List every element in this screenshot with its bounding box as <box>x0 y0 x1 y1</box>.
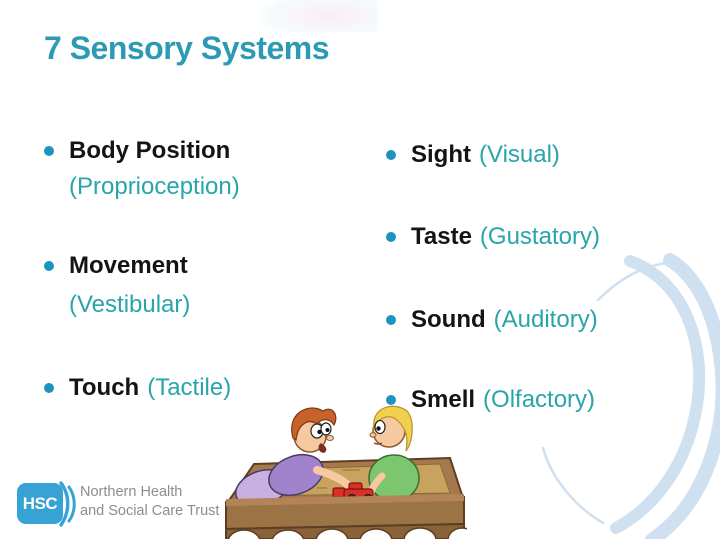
bullet-dot <box>44 146 54 156</box>
bullet-dot <box>386 232 396 242</box>
item-system: (Tactile) <box>147 374 232 401</box>
item-system: (Vestibular) <box>69 291 191 318</box>
bullet-dot <box>386 315 396 325</box>
organisation-name: Northern Health and Social Care Trust <box>80 483 219 521</box>
organisation-name-line1: Northern Health <box>80 484 183 500</box>
sandbox-illustration <box>225 405 467 539</box>
item-term: Sight <box>411 141 471 168</box>
background-swirl-graphic <box>541 253 720 539</box>
bullet-dot <box>386 395 396 405</box>
item-system: (Proprioception) <box>69 173 240 200</box>
item-system: (Olfactory) <box>483 386 596 413</box>
item-term: Smell <box>411 386 476 413</box>
organisation-name-line2: and Social Care Trust <box>80 503 220 519</box>
child-right <box>366 405 420 502</box>
hsc-logo-swirl-icon <box>59 481 76 527</box>
hsc-logo: HSC <box>17 483 63 524</box>
sandbox-arches <box>227 527 467 539</box>
slide-title: 7 Sensory Systems <box>44 30 330 66</box>
bullet-dot <box>44 261 54 271</box>
bullet-item-smell: Smell (Olfactory) <box>386 386 595 414</box>
item-term: Sound <box>411 306 486 333</box>
bullet-item-taste: Taste (Gustatory) <box>386 223 600 251</box>
item-term: Taste <box>411 223 472 250</box>
item-term: Touch <box>69 374 140 401</box>
item-system: (Auditory) <box>493 306 598 333</box>
bullet-item-sight: Sight (Visual) <box>386 141 560 169</box>
hsc-logo-text: HSC <box>22 493 58 513</box>
item-term: Body Position <box>69 137 231 164</box>
bullet-item-body-position: Body Position (Proprioception) <box>44 137 240 201</box>
item-term: Movement <box>69 252 188 279</box>
bullet-dot <box>386 150 396 160</box>
bullet-item-movement: Movement (Vestibular) <box>44 252 190 319</box>
bullet-item-sound: Sound (Auditory) <box>386 306 598 334</box>
bullet-item-touch: Touch (Tactile) <box>44 374 231 402</box>
item-system: (Gustatory) <box>479 223 600 250</box>
item-system: (Visual) <box>479 141 560 168</box>
bullet-dot <box>44 383 54 393</box>
background-smudge <box>258 0 378 32</box>
